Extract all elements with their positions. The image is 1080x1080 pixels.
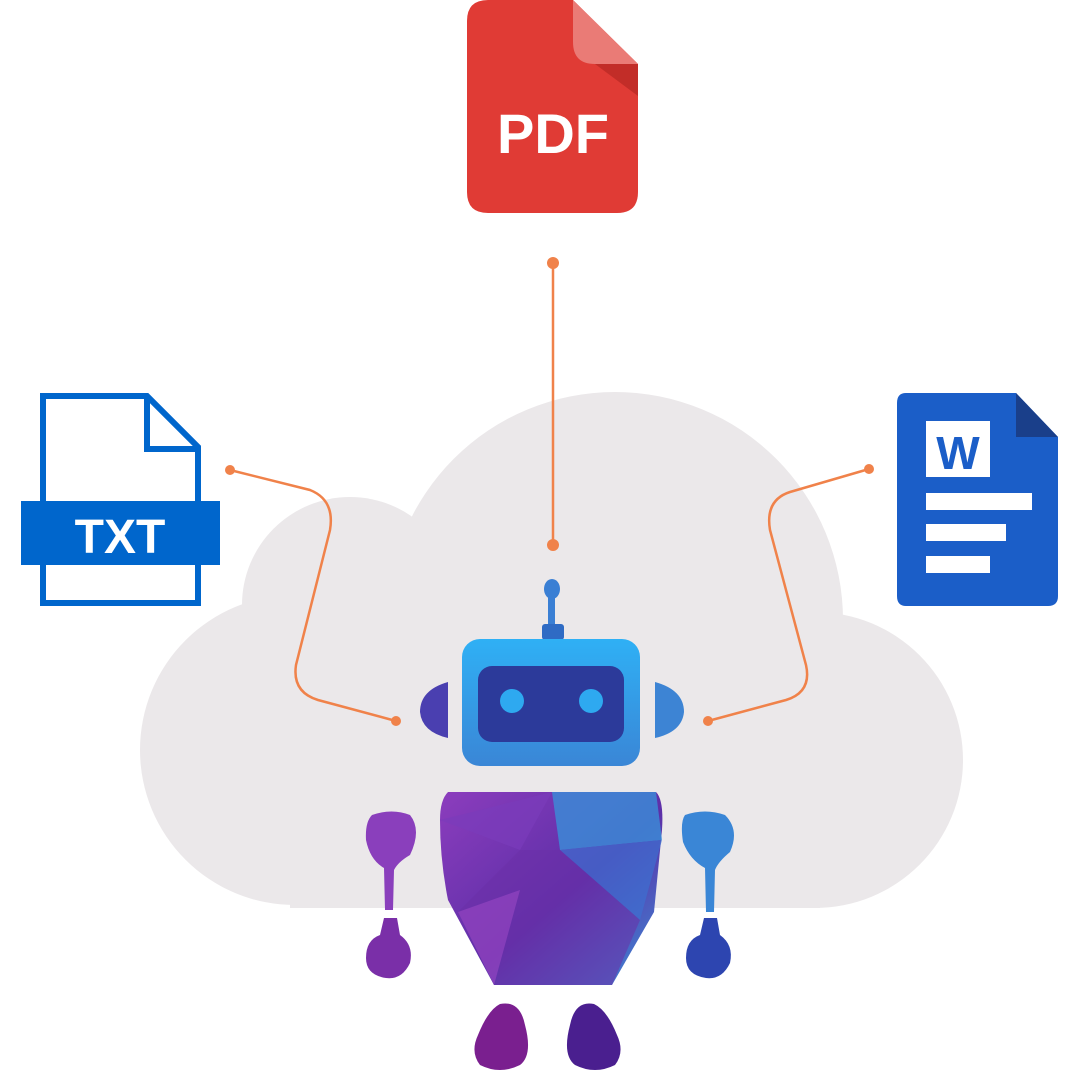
word-file-icon: W [897,393,1058,606]
connectors [229,263,870,723]
txt-file-icon: TXT [21,393,220,606]
robot-eye-left [500,689,524,713]
word-connector [707,467,870,723]
word-line-2 [926,524,1006,541]
word-line-3 [926,556,990,573]
word-label: W [936,427,980,479]
txt-label: TXT [75,511,166,564]
pdf-label: PDF [497,102,609,165]
connector-dots [225,257,874,726]
robot-illustration [365,579,734,1070]
txt-connector [229,468,397,723]
word-line-1 [926,493,1032,510]
pdf-file-icon: PDF [467,0,638,213]
robot-eye-right [579,689,603,713]
